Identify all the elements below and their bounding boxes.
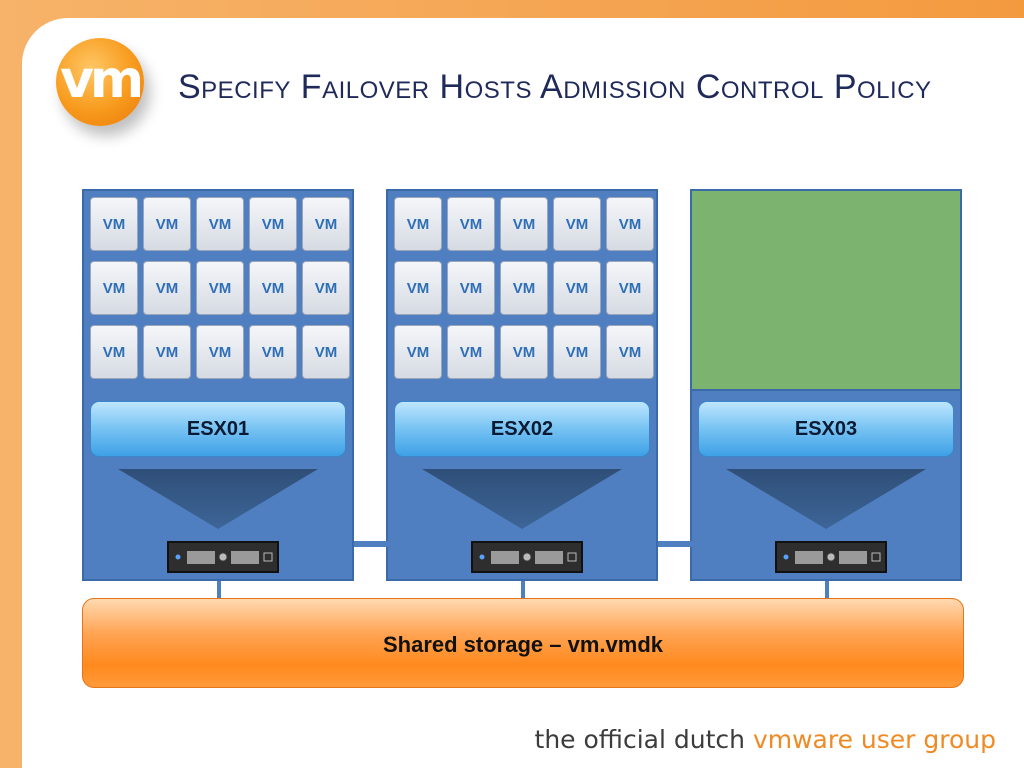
funnel-arrow: [422, 469, 622, 529]
server-icon: [775, 541, 887, 573]
vm-box: VM: [143, 325, 191, 379]
vm-logo: vm: [56, 38, 144, 126]
host-label-esx02: ESX02: [394, 401, 650, 457]
storage-link: [217, 581, 221, 599]
vm-box: VM: [553, 261, 601, 315]
vm-box: VM: [302, 261, 350, 315]
vm-box: VM: [606, 261, 654, 315]
vm-box: VM: [196, 261, 244, 315]
vm-box: VM: [447, 325, 495, 379]
slide-title: Specify Failover Hosts Admission Control…: [178, 68, 932, 106]
vm-box: VM: [90, 325, 138, 379]
vm-box: VM: [553, 325, 601, 379]
vm-box: VM: [196, 325, 244, 379]
vm-box: VM: [394, 197, 442, 251]
host-esx02: VM VM VM VM VM VM VM VM VM VM VM VM VM V…: [386, 189, 658, 581]
vm-box: VM: [249, 325, 297, 379]
server-icon: [167, 541, 279, 573]
vm-box: VM: [302, 197, 350, 251]
vm-box: VM: [394, 261, 442, 315]
vm-box: VM: [500, 197, 548, 251]
shared-storage-label: Shared storage – vm.vmdk: [382, 632, 663, 657]
vm-box: VM: [249, 261, 297, 315]
logo-text: vm: [59, 50, 144, 110]
host-label-esx03: ESX03: [698, 401, 954, 457]
vm-box: VM: [90, 261, 138, 315]
host-esx01: VM VM VM VM VM VM VM VM VM VM VM VM VM V…: [82, 189, 354, 581]
vm-box: VM: [500, 325, 548, 379]
vm-box: VM: [500, 261, 548, 315]
vm-box: VM: [143, 261, 191, 315]
vm-box: VM: [447, 261, 495, 315]
vm-grid: VM VM VM VM VM VM VM VM VM VM VM VM VM V…: [394, 197, 654, 379]
footer-tagline: the official dutch vmware user group: [535, 725, 996, 754]
vm-box: VM: [90, 197, 138, 251]
tagline-part1: the official dutch: [534, 725, 753, 754]
vm-box: VM: [606, 197, 654, 251]
vm-box: VM: [447, 197, 495, 251]
tagline-part2: vmware user group: [752, 725, 996, 754]
network-link: [354, 541, 388, 547]
shared-storage: Shared storage – vm.vmdk: [82, 598, 964, 688]
vm-box: VM: [196, 197, 244, 251]
storage-link: [825, 581, 829, 599]
host-label-esx01: ESX01: [90, 401, 346, 457]
funnel-arrow: [726, 469, 926, 529]
host-esx03: ESX03: [690, 189, 962, 581]
reserved-failover-capacity: [692, 191, 960, 391]
storage-link: [521, 581, 525, 599]
funnel-arrow: [118, 469, 318, 529]
vm-box: VM: [394, 325, 442, 379]
vm-box: VM: [249, 197, 297, 251]
network-link: [658, 541, 692, 547]
vm-box: VM: [302, 325, 350, 379]
vm-box: VM: [143, 197, 191, 251]
vm-box: VM: [606, 325, 654, 379]
server-icon: [471, 541, 583, 573]
vm-box: VM: [553, 197, 601, 251]
vm-grid: VM VM VM VM VM VM VM VM VM VM VM VM VM V…: [90, 197, 350, 379]
